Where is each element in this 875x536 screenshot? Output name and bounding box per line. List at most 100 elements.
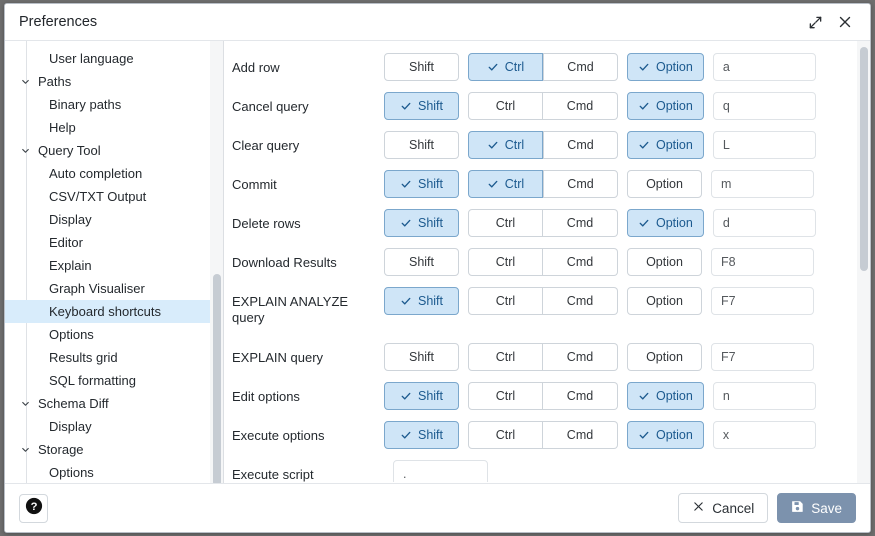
option-toggle[interactable]: Option	[627, 287, 702, 315]
shortcut-key-input[interactable]	[711, 170, 814, 198]
ctrl-toggle-label: Ctrl	[495, 99, 516, 113]
shift-toggle[interactable]: Shift	[384, 287, 459, 315]
shortcut-key-input[interactable]	[393, 460, 488, 482]
sidebar-item-display[interactable]: Display	[5, 415, 223, 438]
option-toggle[interactable]: Option	[627, 421, 704, 449]
shift-toggle[interactable]: Shift	[384, 421, 459, 449]
shortcut-key-input[interactable]	[712, 92, 816, 120]
sidebar-item-graph-visualiser[interactable]: Graph Visualiser	[5, 277, 223, 300]
shift-toggle[interactable]: Shift	[384, 92, 459, 120]
ctrl-toggle[interactable]: Ctrl	[468, 382, 543, 410]
cmd-toggle[interactable]: Cmd	[543, 92, 618, 120]
sidebar-item-query-tool[interactable]: Query Tool	[5, 139, 223, 162]
shortcut-key-input[interactable]	[712, 53, 816, 81]
chevron-down-icon[interactable]	[18, 443, 32, 457]
shortcut-key-input[interactable]	[712, 382, 816, 410]
sidebar-item-display[interactable]: Display	[5, 208, 223, 231]
shortcut-key-input[interactable]	[712, 421, 816, 449]
help-icon: ?	[25, 497, 43, 520]
ctrl-toggle[interactable]: Ctrl	[468, 53, 543, 81]
close-icon[interactable]	[830, 8, 860, 36]
cmd-toggle[interactable]: Cmd	[543, 287, 618, 315]
ctrl-toggle[interactable]: Ctrl	[468, 131, 543, 159]
ctrl-toggle[interactable]: Ctrl	[468, 287, 543, 315]
sidebar-item-user-language[interactable]: User language	[5, 47, 223, 70]
ctrl-toggle[interactable]: Ctrl	[468, 343, 543, 371]
chevron-down-icon[interactable]	[18, 75, 32, 89]
content-scrollbar-thumb[interactable]	[859, 47, 868, 271]
cmd-toggle[interactable]: Cmd	[543, 248, 618, 276]
shift-toggle[interactable]: Shift	[384, 248, 459, 276]
cmd-toggle-label: Cmd	[566, 255, 594, 269]
option-toggle[interactable]: Option	[627, 170, 702, 198]
ctrl-cmd-group: Ctrl Cmd	[468, 92, 618, 120]
option-toggle[interactable]: Option	[627, 209, 704, 237]
content-scrollbar[interactable]	[857, 41, 870, 483]
sidebar-item-options[interactable]: Options	[5, 323, 223, 346]
sidebar-item-label: User language	[49, 51, 134, 66]
sidebar-item-editor[interactable]: Editor	[5, 231, 223, 254]
shortcut-key-input[interactable]	[711, 287, 814, 315]
shortcut-key-input[interactable]	[712, 209, 816, 237]
option-toggle[interactable]: Option	[627, 382, 704, 410]
cmd-toggle[interactable]: Cmd	[543, 209, 618, 237]
save-button[interactable]: Save	[777, 493, 856, 523]
shift-toggle[interactable]: Shift	[384, 131, 459, 159]
sidebar-item-help[interactable]: Help	[5, 116, 223, 139]
shift-toggle-label: Shift	[408, 255, 434, 269]
cmd-toggle[interactable]: Cmd	[543, 343, 618, 371]
sidebar-item-explain[interactable]: Explain	[5, 254, 223, 277]
cmd-toggle[interactable]: Cmd	[543, 131, 618, 159]
option-toggle[interactable]: Option	[627, 53, 704, 81]
cancel-button[interactable]: Cancel	[678, 493, 769, 523]
sidebar-item-results-grid[interactable]: Results grid	[5, 346, 223, 369]
shortcut-row: Execute script	[224, 460, 870, 482]
option-toggle[interactable]: Option	[627, 92, 704, 120]
option-toggle[interactable]: Option	[627, 343, 702, 371]
sidebar-item-options[interactable]: Options	[5, 461, 223, 483]
shift-toggle[interactable]: Shift	[384, 53, 459, 81]
option-toggle[interactable]: Option	[627, 131, 704, 159]
shortcut-action-label: Download Results	[232, 255, 337, 270]
ctrl-toggle[interactable]: Ctrl	[468, 209, 543, 237]
ctrl-toggle[interactable]: Ctrl	[468, 421, 543, 449]
shortcut-key-input[interactable]	[711, 343, 814, 371]
shortcut-key-input[interactable]	[712, 131, 816, 159]
chevron-down-icon[interactable]	[18, 397, 32, 411]
sidebar-scrollbar-thumb[interactable]	[212, 274, 221, 483]
ctrl-toggle[interactable]: Ctrl	[468, 170, 543, 198]
cmd-toggle[interactable]: Cmd	[543, 170, 618, 198]
shortcut-key-input[interactable]	[711, 248, 814, 276]
cmd-toggle[interactable]: Cmd	[543, 382, 618, 410]
expand-icon[interactable]	[800, 8, 830, 36]
ctrl-toggle[interactable]: Ctrl	[468, 92, 543, 120]
cmd-toggle[interactable]: Cmd	[543, 421, 618, 449]
chevron-down-icon[interactable]	[18, 144, 32, 158]
shift-toggle[interactable]: Shift	[384, 343, 459, 371]
cmd-toggle[interactable]: Cmd	[543, 53, 618, 81]
ctrl-toggle[interactable]: Ctrl	[468, 248, 543, 276]
shift-toggle[interactable]: Shift	[384, 170, 459, 198]
shift-toggle-label: Shift	[408, 138, 434, 152]
help-button[interactable]: ?	[19, 493, 48, 523]
sidebar-item-storage[interactable]: Storage	[5, 438, 223, 461]
sidebar-item-schema-diff[interactable]: Schema Diff	[5, 392, 223, 415]
sidebar-item-binary-paths[interactable]: Binary paths	[5, 93, 223, 116]
shift-toggle[interactable]: Shift	[384, 209, 459, 237]
sidebar-item-label: Paths	[38, 74, 72, 89]
sidebar-item-csv-txt-output[interactable]: CSV/TXT Output	[5, 185, 223, 208]
sidebar-item-sql-formatting[interactable]: SQL formatting	[5, 369, 223, 392]
sidebar-item-label: Keyboard shortcuts	[49, 304, 162, 319]
sidebar-item-label: Results grid	[49, 350, 118, 365]
sidebar-item-auto-completion[interactable]: Auto completion	[5, 162, 223, 185]
option-toggle[interactable]: Option	[627, 248, 702, 276]
shift-toggle[interactable]: Shift	[384, 382, 459, 410]
sidebar-item-paths[interactable]: Paths	[5, 70, 223, 93]
sidebar-scrollbar[interactable]	[210, 41, 223, 483]
sidebar-item-keyboard-shortcuts[interactable]: Keyboard shortcuts	[5, 300, 223, 323]
